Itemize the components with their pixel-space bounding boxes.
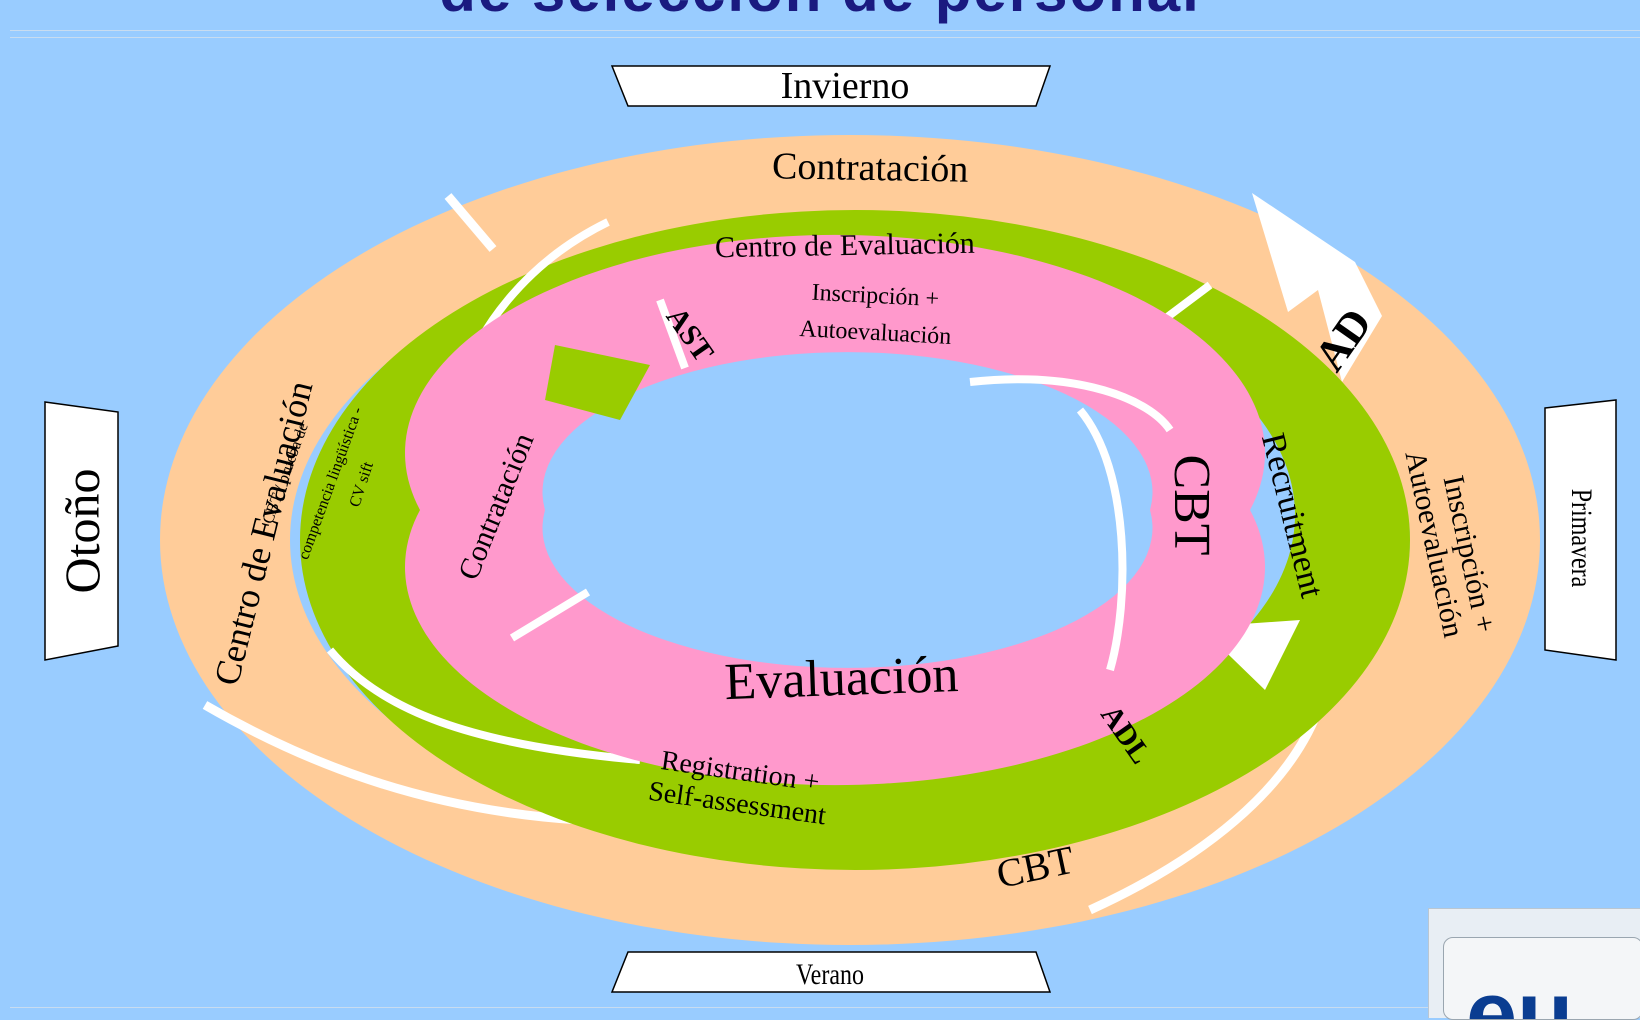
season-label-winter: Invierno bbox=[781, 65, 910, 107]
inner-arrow-cut bbox=[545, 345, 650, 420]
title-rule-top bbox=[10, 30, 1640, 31]
logo-badge: eu bbox=[1443, 937, 1640, 1020]
inner-separator-top bbox=[656, 298, 689, 370]
title-strip: de selección de personal bbox=[0, 0, 1640, 36]
season-label-summer: Verano bbox=[796, 957, 864, 990]
season-box-autumn bbox=[44, 401, 119, 661]
inner-separator-left bbox=[509, 588, 591, 642]
outer-top-label: Contratación bbox=[772, 145, 969, 190]
logo-text: eu bbox=[1466, 963, 1574, 1020]
page-title: de selección de personal bbox=[0, 0, 1640, 25]
season-label-autumn: Otoño bbox=[54, 469, 110, 594]
outer-separator-top bbox=[444, 193, 497, 252]
inner-right-label: CBT bbox=[1163, 454, 1220, 555]
middle-separator-bottom bbox=[326, 647, 641, 764]
season-label-spring: Primavera bbox=[1565, 489, 1598, 588]
title-rule-bottom bbox=[10, 37, 1640, 38]
outer-separator-bottom-right bbox=[1088, 703, 1325, 915]
outer-arrow-head bbox=[1252, 193, 1382, 382]
logo-panel: eu bbox=[1428, 908, 1640, 1020]
outer-separator-bottom-left bbox=[202, 701, 581, 825]
middle-top-label: Centro de Evaluación bbox=[715, 227, 975, 265]
season-box-spring bbox=[1544, 399, 1617, 661]
inner-bottom-label: Evaluación bbox=[724, 646, 960, 711]
inner-separator-right bbox=[969, 375, 1174, 433]
footer-rule bbox=[10, 1007, 1640, 1008]
season-box-summer bbox=[610, 951, 1052, 993]
inner-arrow-right bbox=[1076, 407, 1127, 672]
season-box-winter bbox=[610, 65, 1052, 107]
